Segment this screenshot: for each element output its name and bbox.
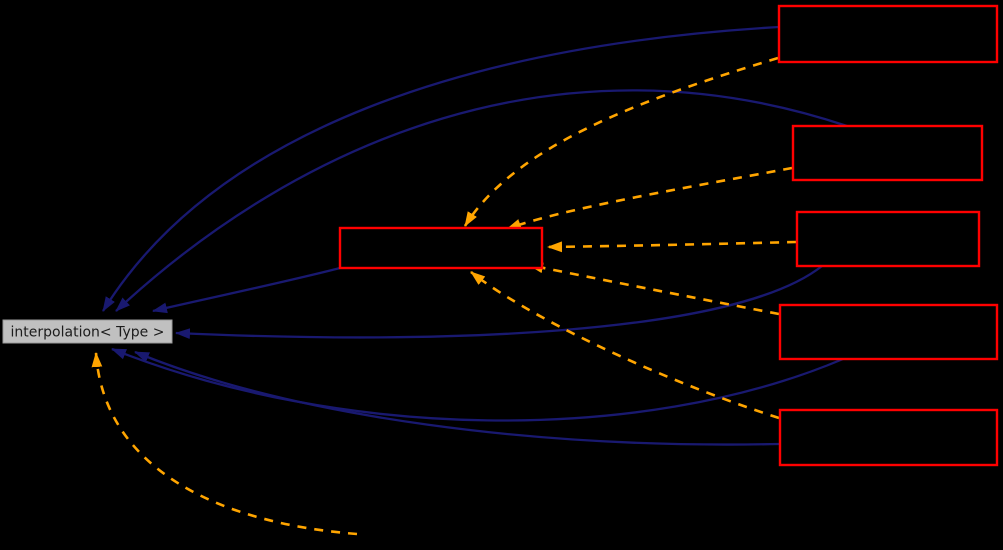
class-node-r1[interactable] (777, 4, 999, 64)
edge-inheritance-r4-to-base (111, 347, 844, 422)
edge-inheritance-r2-to-base (115, 89, 848, 312)
class-node-r2[interactable] (791, 124, 984, 182)
class-node-r3[interactable] (795, 210, 981, 268)
edge-template-below-to-base (91, 352, 358, 536)
edge-inheritance-r5-to-base (134, 350, 780, 446)
class-node-label-base: interpolation< Type > (11, 325, 165, 341)
edge-template-r4-to-mid (528, 262, 780, 316)
class-node-mid[interactable] (338, 226, 544, 270)
class-node-r5[interactable] (778, 408, 999, 467)
class-node-base (2, 319, 173, 344)
class-node-r4[interactable] (778, 303, 999, 361)
edge-template-r2-to-mid (506, 166, 793, 231)
edges-layer (91, 25, 848, 536)
edge-inheritance-r1-to-base (102, 25, 780, 312)
edge-template-r3-to-mid (547, 240, 797, 253)
edge-inheritance-r3-to-base (175, 265, 823, 340)
edge-inheritance-mid-to-base (152, 266, 341, 314)
edge-template-r1-to-mid (463, 56, 779, 227)
edge-template-r5-to-mid (470, 270, 780, 420)
nodes-layer: interpolation< Type > (2, 4, 999, 467)
